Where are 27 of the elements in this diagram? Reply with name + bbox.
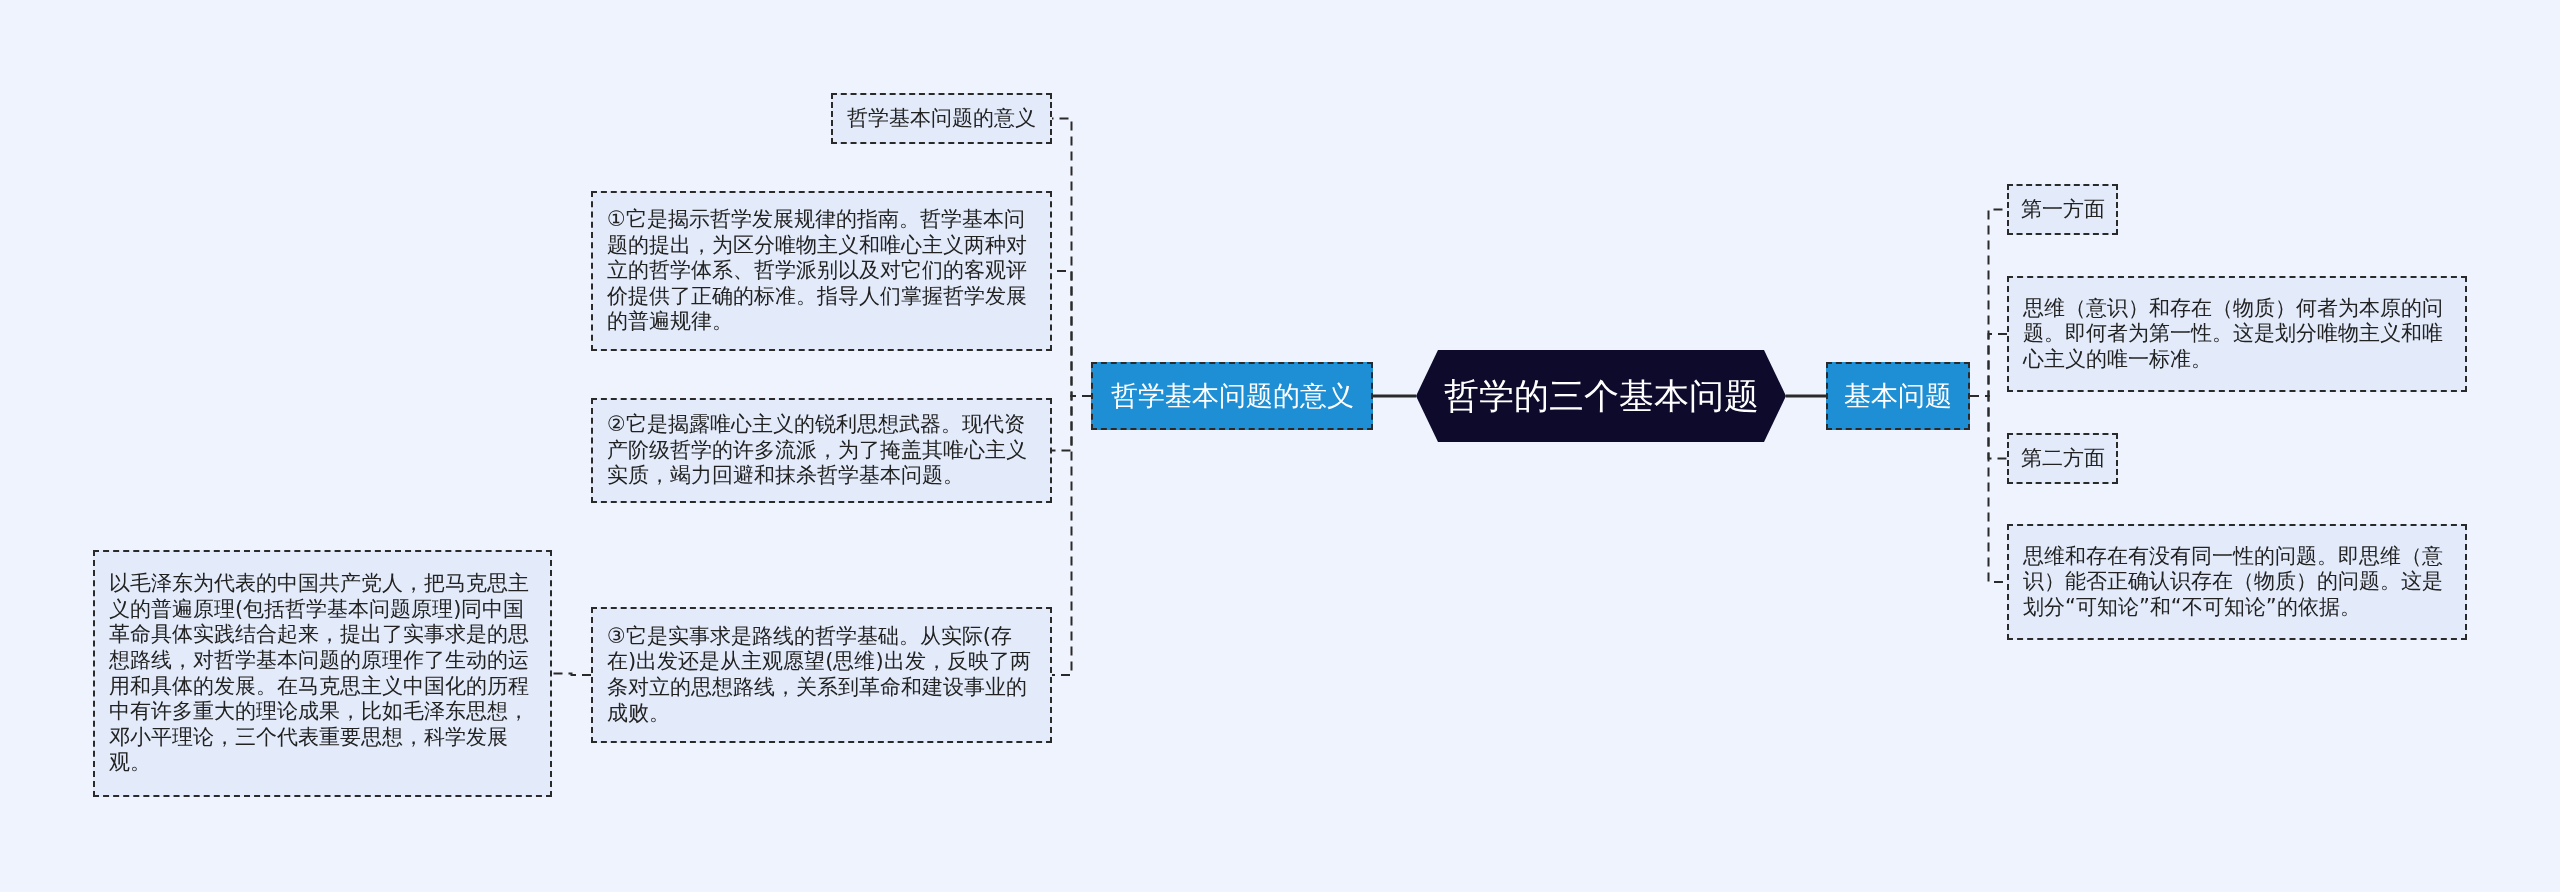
connector-line <box>1373 394 1416 398</box>
topic-text: 思维（意识）和存在（物质）何者为本原的问题。即何者为第一性。这是划分唯物主义和唯心主义的唯一标准。 <box>2023 295 2444 373</box>
connector-line <box>551 672 592 676</box>
topic-text: 基本问题 <box>1844 379 1952 413</box>
topic-text: 哲学基本问题的意义 <box>1110 379 1354 413</box>
subtopic-box <box>831 93 1052 144</box>
subtopic-box <box>2007 184 2118 235</box>
subtopic-box <box>93 550 552 797</box>
topic-text: ①它是揭示哲学发展规律的指南。哲学基本问题的提出，为区分唯物主义和唯心主义两种对立的哲学体系、哲学派别以及对它们的客观评价提供了正确的标准。指导人们掌握哲学发展的普遍规律。 <box>607 206 1028 335</box>
subtopic-box <box>2007 433 2118 484</box>
topic-text: 哲学基本问题的意义 <box>847 105 1036 132</box>
topic-text: ②它是揭露唯心主义的锐利思想武器。现代资产阶级哲学的许多流派，为了掩盖其唯心主义实质，竭力回避和抹杀哲学基本问题。 <box>607 412 1028 489</box>
topic-text: 第一方面 <box>2020 196 2105 223</box>
subtopic-box <box>2007 276 2467 392</box>
subtopic-box <box>2007 524 2467 640</box>
branch-topic-box <box>1091 362 1373 430</box>
topic-text: ③它是实事求是路线的哲学基础。从实际(存在)出发还是从主观愿望(思维)出发，反映了两条对立的思想路线，关系到革命和建设事业的成败。 <box>607 623 1032 727</box>
topic-text: 第二方面 <box>2020 445 2105 472</box>
connector-line <box>1786 394 1826 398</box>
topic-text: 哲学的三个基本问题 <box>1443 375 1759 417</box>
topic-text: 思维和存在有没有同一性的问题。即思维（意识）能否正确认识存在（物质）的问题。这是划分“可知论”和“不可知论”的依据。 <box>2023 543 2444 621</box>
subtopic-box <box>591 607 1052 743</box>
connector-line <box>1051 395 1092 676</box>
branch-topic-box <box>1826 362 1970 430</box>
subtopic-box <box>591 398 1052 503</box>
subtopic-box <box>591 191 1052 351</box>
topic-text: 以毛泽东为代表的中国共产党人，把马克思主义的普遍原理(包括哲学基本问题原理)同中国革命具体实践结合起来，提出了实事求是的思想路线，对哲学基本问题的原理作了生动的运用和具体的发展。在马克思主义中国化的历程中有许多重大的理论成果，比如毛泽东思想，邓小平理论，三个代表重要思想，科学发展观。 <box>109 571 530 776</box>
